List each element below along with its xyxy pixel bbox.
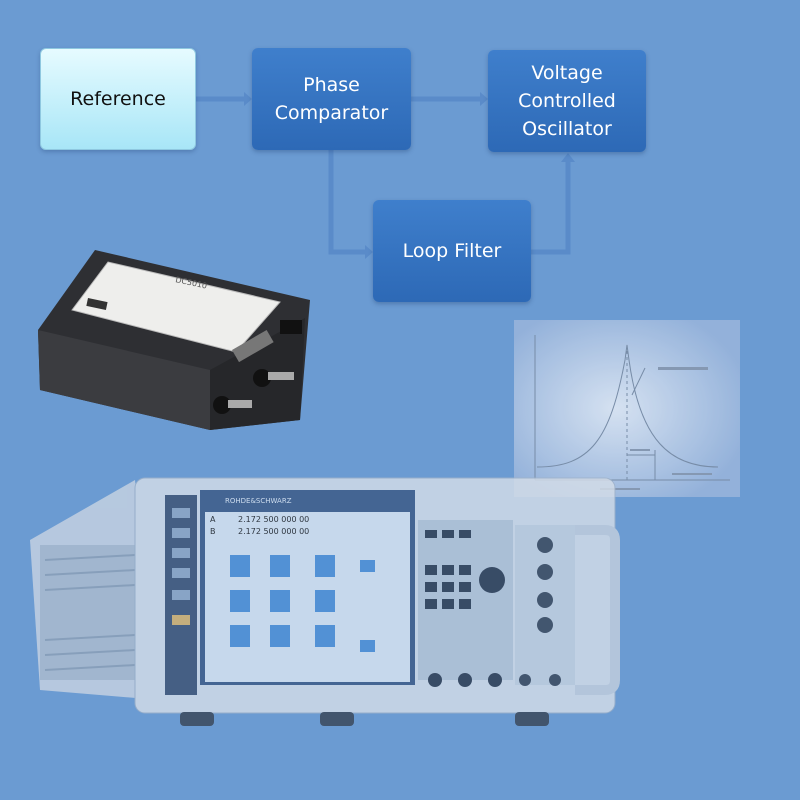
channel-a-label: A [210,515,216,524]
phase-comparator-block: Phase Comparator [252,48,411,150]
frequency-b-readout: 2.172 500 000 00 [238,527,309,536]
arrow-comparator-to-filter [328,150,365,255]
reference-block: Reference [40,48,196,150]
loop-filter-block: Loop Filter [373,200,531,302]
vco-block: Voltage Controlled Oscillator [488,50,646,152]
frequency-a-readout: 2.172 500 000 00 [238,515,309,524]
synthesizer-module-image: DC5010 [38,250,310,430]
phase-noise-spectrum-image [514,320,740,497]
arrow-filter-to-vco [531,162,571,255]
generator-brand: ROHDE&SCHWARZ [225,497,292,505]
channel-b-label: B [210,527,216,536]
signal-generator-image: ROHDE&SCHWARZ A B 2.172 500 000 00 2.172… [30,477,620,726]
